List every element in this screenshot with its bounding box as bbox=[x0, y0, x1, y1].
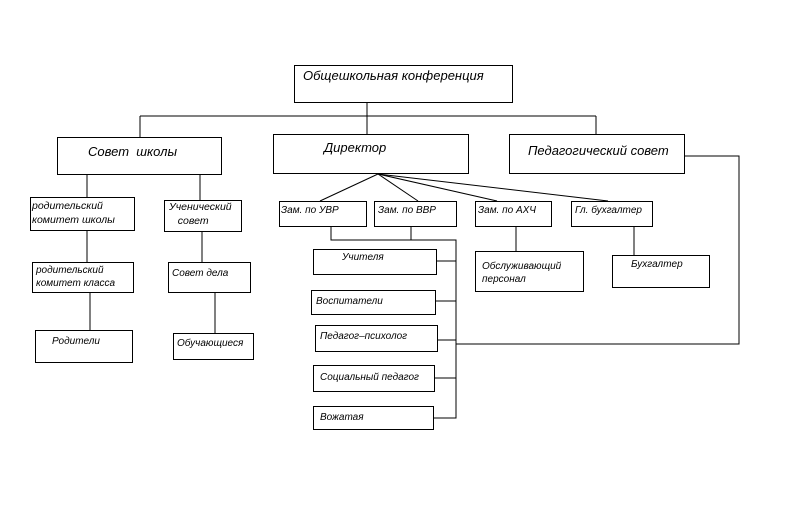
line-uvr-staff bbox=[330, 227, 457, 419]
school-council-box: Совет школы bbox=[57, 137, 222, 175]
line-dir-uvr bbox=[319, 173, 379, 202]
council-affairs-label: Совет дела bbox=[172, 268, 229, 279]
chief-accountant-label: Гл. бухгалтер bbox=[575, 205, 642, 216]
social-pedagogue-box: Социальный педагог bbox=[313, 365, 435, 392]
students-box: Обучающиеся bbox=[173, 333, 254, 360]
educators-label: Воспитатели bbox=[316, 296, 383, 307]
parent-committee-school-box: родительский комитет школы bbox=[30, 197, 135, 231]
deputy-vvr-box: Зам. по ВВР bbox=[374, 201, 457, 227]
line-dir-accountant bbox=[377, 173, 609, 202]
accountant-label: Бухгалтер bbox=[631, 259, 683, 270]
parents-label: Родители bbox=[52, 336, 100, 347]
psychologist-label: Педагог–психолог bbox=[320, 331, 408, 342]
deputy-uvr-label: Зам. по УВР bbox=[281, 205, 339, 216]
service-staff-label: Обслуживающий персонал bbox=[482, 261, 562, 285]
psychologist-box: Педагог–психолог bbox=[315, 325, 438, 352]
counselor-label: Вожатая bbox=[320, 412, 364, 423]
school-council-label: Совет школы bbox=[88, 144, 178, 159]
chief-accountant-box: Гл. бухгалтер bbox=[571, 201, 653, 227]
social-pedagogue-label: Социальный педагог bbox=[320, 372, 419, 383]
parents-box: Родители bbox=[35, 330, 133, 363]
teachers-label: Учителя bbox=[342, 252, 384, 263]
ped-council-label: Педагогический совет bbox=[528, 143, 669, 158]
ped-council-box: Педагогический совет bbox=[509, 134, 685, 174]
deputy-vvr-label: Зам. по ВВР bbox=[378, 205, 436, 216]
conference-box: Общешкольная конференция bbox=[294, 65, 513, 103]
students-label: Обучающиеся bbox=[177, 338, 244, 349]
teachers-box: Учителя bbox=[313, 249, 437, 275]
counselor-box: Вожатая bbox=[313, 406, 434, 430]
student-council-label: Ученический совет bbox=[169, 201, 232, 227]
council-affairs-box: Совет дела bbox=[168, 262, 251, 293]
parent-committee-class-box: родительский комитет класса bbox=[32, 262, 134, 293]
educators-box: Воспитатели bbox=[311, 290, 436, 315]
parent-committee-class-label: родительский комитет класса bbox=[36, 265, 116, 289]
service-staff-box: Обслуживающий персонал bbox=[475, 251, 584, 292]
director-box: Директор bbox=[273, 134, 469, 174]
line-dir-ahch bbox=[377, 173, 498, 202]
line-ped-council-to-staff bbox=[456, 155, 740, 345]
deputy-uvr-box: Зам. по УВР bbox=[279, 201, 367, 227]
accountant-box: Бухгалтер bbox=[612, 255, 710, 288]
deputy-ahch-box: Зам. по АХЧ bbox=[475, 201, 552, 227]
parent-committee-school-label: родительский комитет школы bbox=[32, 200, 115, 226]
student-council-box: Ученический совет bbox=[164, 200, 242, 232]
director-label: Директор bbox=[324, 140, 387, 155]
conference-label: Общешкольная конференция bbox=[303, 68, 484, 83]
line-dir-vvr bbox=[377, 173, 419, 202]
deputy-ahch-label: Зам. по АХЧ bbox=[478, 205, 537, 216]
